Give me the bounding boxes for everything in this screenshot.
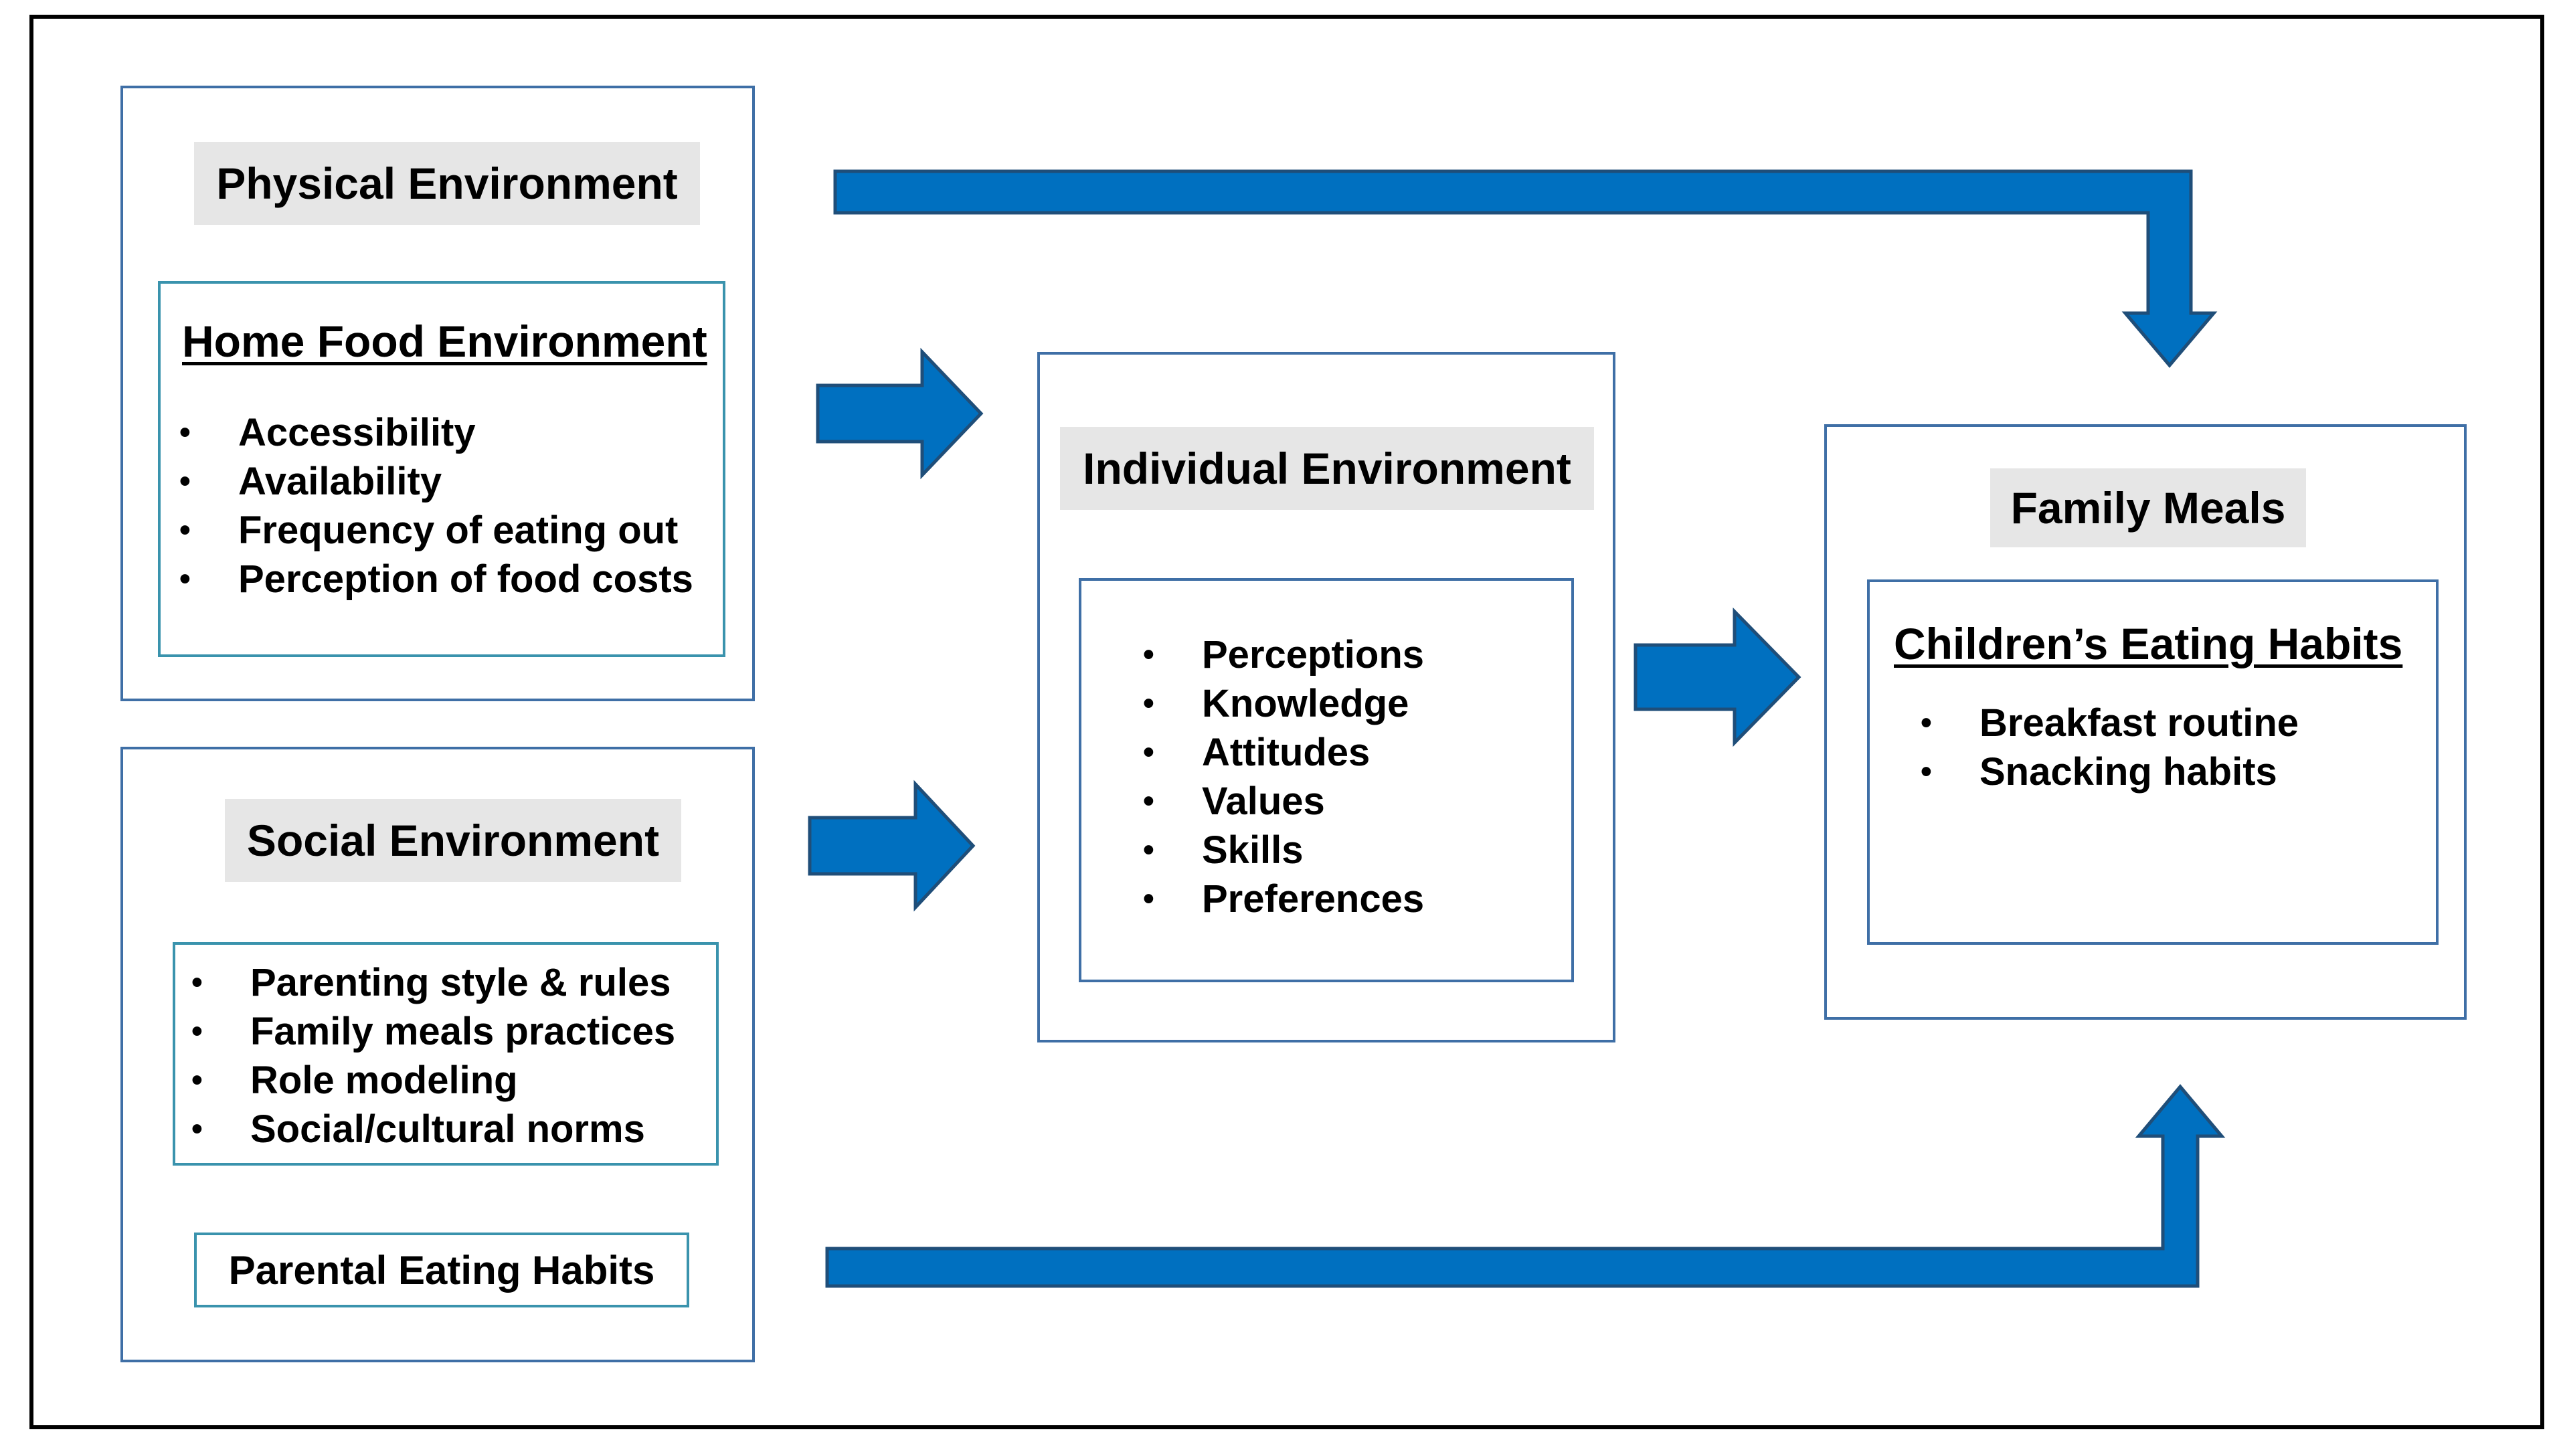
list-item: Skills [1143,826,1424,875]
list-item: Accessibility [179,408,693,457]
elbow-arrow-social-to-family-meals [825,1084,2226,1288]
social-environment-title: Social Environment [225,799,681,882]
family-meals-box: Family Meals Children’s Eating Habits Br… [1824,424,2467,1020]
arrow-individual-to-family-meals [1634,607,1801,747]
individual-environment-box: Individual Environment Perceptions Knowl… [1037,352,1615,1042]
list-item: Frequency of eating out [179,506,693,555]
arrow-social-to-individual [808,780,976,912]
childrens-eating-habits-list: Breakfast routine Snacking habits [1921,699,2299,796]
diagram-frame [29,15,2544,1429]
individual-factors-box: Perceptions Knowledge Attitudes Values S… [1079,578,1574,982]
individual-factors-list: Perceptions Knowledge Attitudes Values S… [1143,630,1424,923]
list-item: Attitudes [1143,728,1424,777]
physical-environment-box: Physical Environment Home Food Environme… [120,86,755,701]
list-item: Breakfast routine [1921,699,2299,747]
individual-environment-title: Individual Environment [1060,427,1594,510]
family-meals-title: Family Meals [1990,468,2306,547]
list-item: Perceptions [1143,630,1424,679]
list-item: Role modeling [191,1056,675,1105]
physical-environment-title: Physical Environment [194,142,700,225]
list-item: Knowledge [1143,679,1424,728]
list-item: Availability [179,457,693,506]
social-factors-list: Parenting style & rules Family meals pra… [191,958,675,1154]
list-item: Parenting style & rules [191,958,675,1007]
list-item: Perception of food costs [179,555,693,604]
home-food-list: Accessibility Availability Frequency of … [179,408,693,604]
list-item: Family meals practices [191,1007,675,1056]
childrens-eating-habits-title: Children’s Eating Habits [1894,619,2403,668]
social-factors-box: Parenting style & rules Family meals pra… [173,942,719,1166]
list-item: Values [1143,777,1424,826]
elbow-arrow-physical-to-family-meals [833,169,2218,368]
social-environment-box: Social Environment Parenting style & rul… [120,747,755,1362]
home-food-environment-box: Home Food Environment Accessibility Avai… [158,281,725,657]
arrow-physical-to-individual [816,347,984,480]
parental-eating-habits-box: Parental Eating Habits [194,1233,689,1307]
list-item: Snacking habits [1921,747,2299,796]
childrens-eating-habits-box: Children’s Eating Habits Breakfast routi… [1867,579,2439,945]
home-food-environment-title: Home Food Environment [182,316,707,366]
list-item: Social/cultural norms [191,1105,675,1154]
list-item: Preferences [1143,875,1424,923]
